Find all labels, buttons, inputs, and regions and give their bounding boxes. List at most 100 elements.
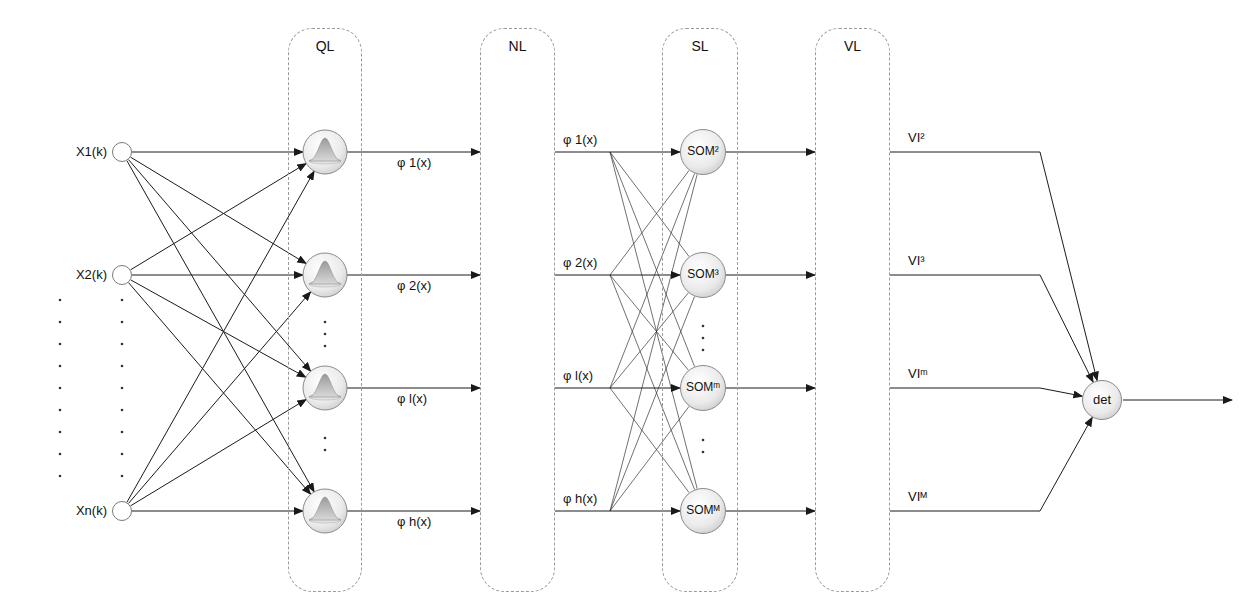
cross-wires [610, 152, 697, 511]
kernel-circle [303, 253, 347, 297]
dot [702, 451, 705, 454]
signal-label: VI² [906, 131, 927, 146]
detector-node: det [1082, 380, 1122, 420]
layer-group: SOM² SOM³ SOMᵐSOMᴹ SL [662, 28, 738, 592]
gaussian-kernel [303, 130, 347, 174]
dot [121, 365, 124, 368]
connector-arrow [362, 388, 480, 389]
cross-wire [610, 388, 689, 493]
dot [324, 437, 327, 440]
kernel-output-wire [347, 511, 362, 512]
dot [702, 337, 705, 340]
connector-arrow [726, 152, 815, 153]
dot [59, 453, 62, 456]
input-node: Xn(k) [112, 501, 132, 521]
dot [324, 321, 327, 324]
signal-label: VIᴹ [906, 490, 929, 505]
circle-shape [681, 130, 726, 175]
text-holder: SOM² [680, 129, 726, 175]
kernel-output-wire [347, 275, 362, 276]
input-wire [131, 399, 307, 505]
som-node: SOMᴹ [680, 488, 726, 534]
dot [121, 321, 124, 324]
dot [121, 387, 124, 390]
som-node: SOM² [680, 129, 726, 175]
dot [59, 365, 62, 368]
circle-outline [112, 265, 132, 285]
dot [702, 325, 705, 328]
input-label: X1(k) [76, 145, 107, 160]
som-node: SOMᵐ [680, 365, 726, 411]
gaussian-kernel [303, 253, 347, 297]
layer-label: SL [691, 38, 708, 54]
gaussian-kernels [303, 130, 347, 533]
dot [121, 409, 124, 412]
layer-group: VL [815, 28, 890, 592]
kernel-output-wire [347, 388, 362, 389]
circle-outline [112, 142, 132, 162]
cross-wire [610, 296, 695, 511]
gaussian-bell [309, 497, 341, 520]
dot [59, 409, 62, 412]
output-arrow [1123, 400, 1232, 401]
input-label: Xn(k) [76, 504, 107, 519]
signal-label: φ 1(x) [561, 133, 599, 148]
signal-label: φ h(x) [561, 492, 599, 507]
node-label: det [1093, 393, 1111, 408]
node-label: SOM³ [687, 268, 718, 282]
cross-wire [610, 152, 689, 257]
text-holder: SOMᴹ [680, 488, 726, 534]
gaussian-kernel [303, 366, 347, 410]
circle-shape [681, 489, 726, 534]
gaussian-bell [309, 138, 341, 161]
dot [121, 431, 124, 434]
layer-group: QL [288, 28, 362, 592]
dot [59, 343, 62, 346]
dot [121, 299, 124, 302]
signal-label: VIᵐ [906, 367, 930, 382]
input-label: X2(k) [76, 268, 107, 283]
connector-arrow [890, 388, 1082, 396]
signal-label: φ 1(x) [395, 156, 433, 171]
kernel-stubs [347, 152, 362, 511]
dot [702, 349, 705, 352]
cross-wire [610, 152, 697, 489]
connector-arrow [362, 275, 480, 276]
dot [121, 453, 124, 456]
input-wire [132, 511, 303, 512]
input-wire [127, 161, 314, 492]
connector-arrow [890, 275, 1093, 382]
layer-label: QL [316, 38, 335, 54]
text-holder: SOMᵐ [680, 365, 726, 411]
node-label: SOMᴹ [686, 504, 719, 518]
dot [324, 449, 327, 452]
text-holder: SOM³ [680, 252, 726, 298]
dot [702, 439, 705, 442]
signal-label: φ l(x) [561, 369, 595, 384]
layer-label: NL [509, 38, 527, 54]
connector-arrow [726, 275, 815, 276]
input-node: X2(k) [112, 265, 132, 285]
dot [59, 475, 62, 478]
circle-shape [113, 502, 132, 521]
node-label: SOM² [687, 145, 718, 159]
kernel-circle [303, 489, 347, 533]
circle-shape [1083, 381, 1122, 420]
dot [121, 343, 124, 346]
circle-outline [112, 501, 132, 521]
dot [121, 475, 124, 478]
circle-shape [113, 143, 132, 162]
signal-label: VI³ [906, 254, 927, 269]
node-label: SOMᵐ [686, 381, 720, 395]
input-wire [129, 160, 311, 372]
connector-arrow [890, 417, 1092, 511]
input-wire [132, 152, 303, 153]
connector-arrow [726, 388, 815, 389]
input-wire [129, 292, 311, 504]
gaussian-kernel [303, 489, 347, 533]
